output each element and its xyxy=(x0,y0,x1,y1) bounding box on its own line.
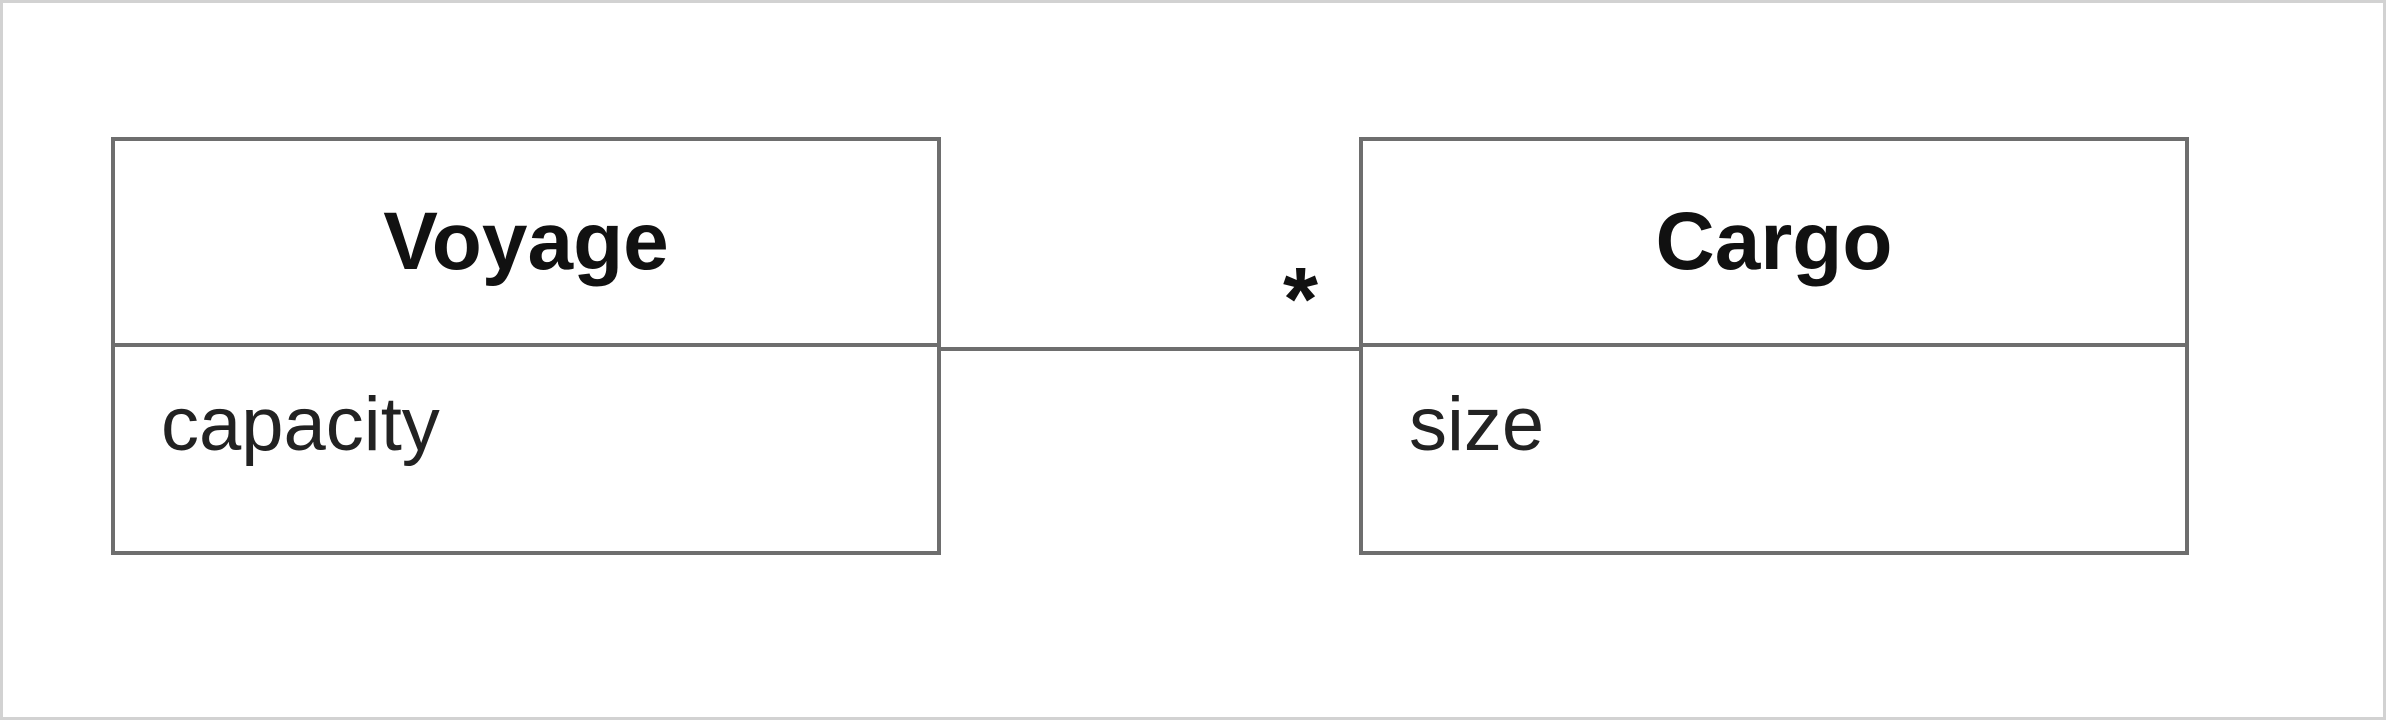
class-box-voyage: Voyage capacity xyxy=(111,137,941,555)
class-name-cargo: Cargo xyxy=(1363,141,2185,347)
association-line xyxy=(941,347,1359,351)
multiplicity-label: * xyxy=(1283,250,1319,350)
class-attribute-size: size xyxy=(1409,382,1545,467)
class-box-cargo: Cargo size xyxy=(1359,137,2189,555)
class-attribute-capacity: capacity xyxy=(161,382,440,467)
class-name-voyage: Voyage xyxy=(115,141,937,347)
